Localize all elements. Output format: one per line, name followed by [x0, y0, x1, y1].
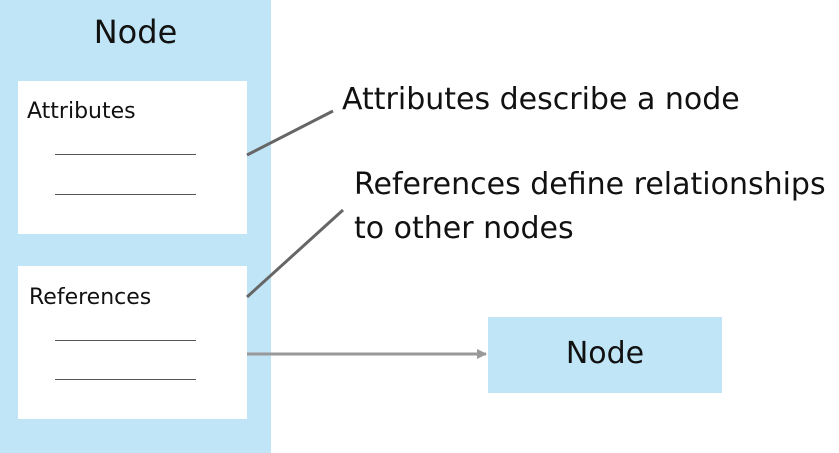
reference-field-line: [55, 379, 196, 380]
node-title: Node: [93, 13, 178, 51]
attributes-label: Attributes: [27, 99, 136, 124]
references-label: References: [29, 285, 152, 310]
references-box: References: [18, 266, 247, 419]
references-callout: References define relationships to other…: [354, 163, 826, 251]
reference-field-line: [55, 340, 196, 341]
target-node-title: Node: [565, 336, 645, 371]
attributes-callout-text: Attributes describe a node: [342, 82, 740, 117]
attributes-callout: Attributes describe a node: [342, 78, 740, 122]
attribute-field-line: [55, 194, 196, 195]
target-node: Node: [488, 317, 722, 393]
attribute-field-line: [55, 154, 196, 155]
references-callout-line2: to other nodes: [354, 211, 574, 246]
attributes-box: Attributes: [18, 81, 247, 234]
node-container: Node Attributes References: [0, 0, 271, 453]
references-callout-line1: References define relationships: [354, 167, 826, 202]
